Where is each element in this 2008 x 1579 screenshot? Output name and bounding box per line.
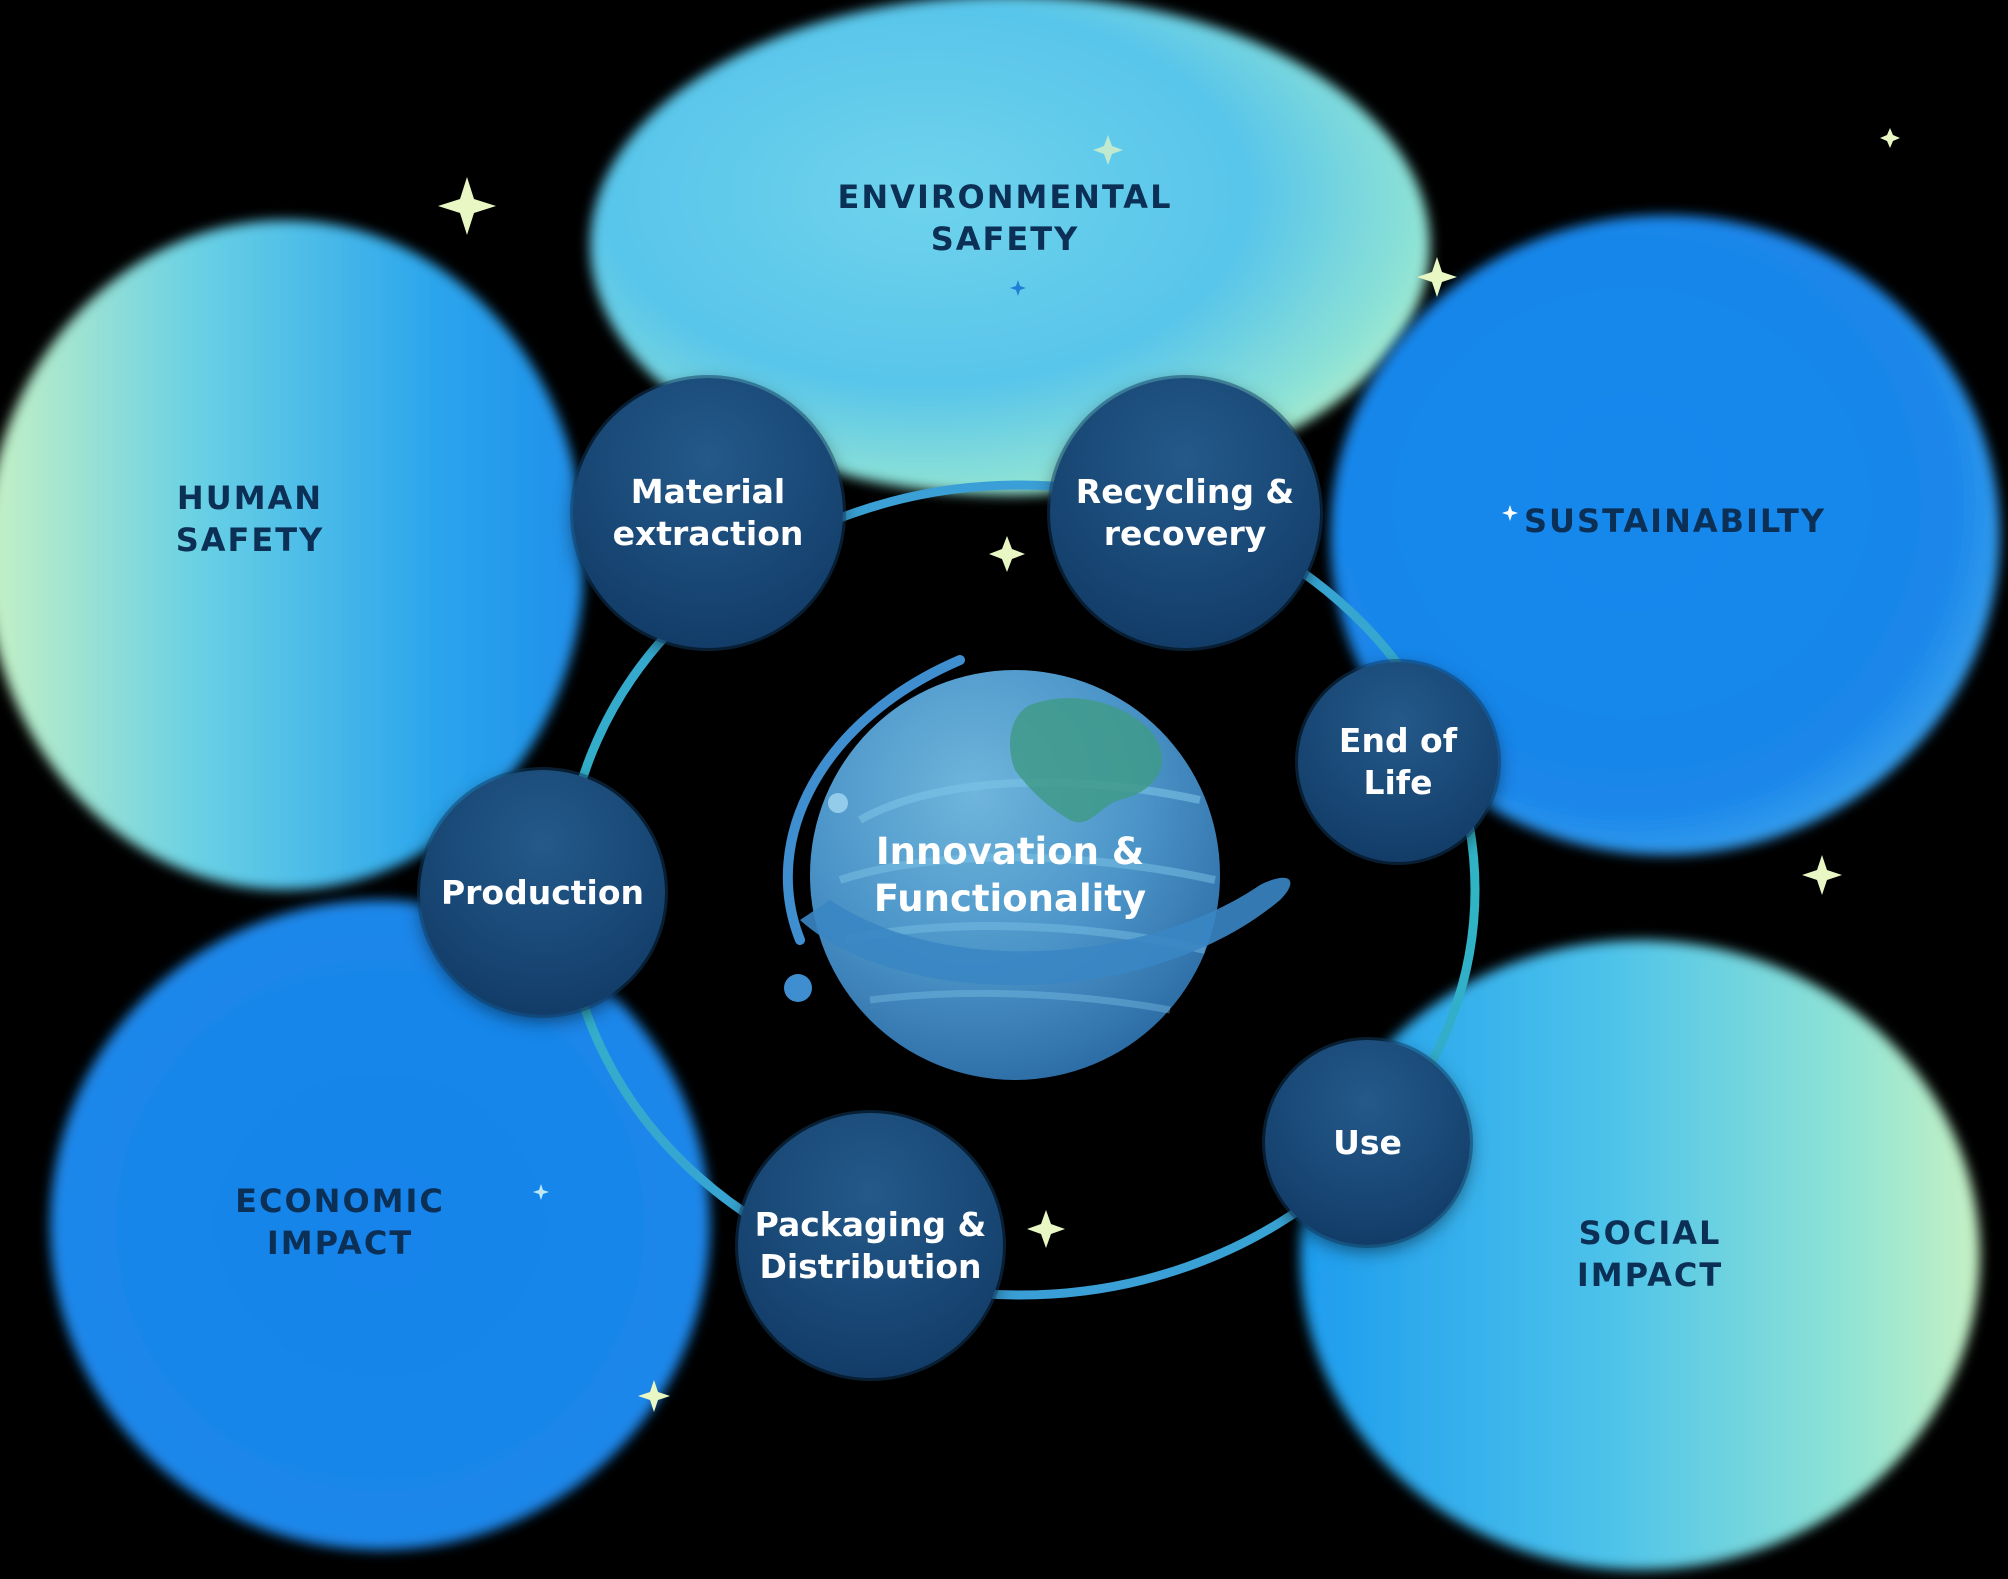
node-use[interactable]: Use (1265, 1040, 1470, 1245)
node-label: Use (1333, 1122, 1402, 1162)
blob-label-economic: ECONOMIC IMPACT (235, 1182, 445, 1262)
node-packaging-distribution[interactable]: Packaging & Distribution (738, 1113, 1003, 1378)
sparkle-icon (1880, 128, 1900, 148)
node-end-of-life[interactable]: End of Life (1298, 662, 1498, 862)
node-label: End of Life (1338, 721, 1458, 802)
blob-sustainability (1330, 215, 2000, 855)
sparkle-icons (438, 128, 1900, 1412)
sparkle-icon (989, 536, 1025, 572)
small-sparkle-icons (533, 280, 1518, 1200)
node-production[interactable]: Production (420, 770, 665, 1015)
sparkle-icon (1802, 855, 1842, 895)
sparkle-icon (1417, 257, 1457, 297)
blob-environmental (590, 0, 1430, 495)
planet-icon (782, 655, 1291, 1080)
node-label: Material extraction (612, 472, 804, 553)
node-recycling-recovery[interactable]: Recycling & recovery (1050, 378, 1320, 648)
node-label: Packaging & Distribution (754, 1204, 987, 1286)
center-label: Innovation & Functionality (873, 830, 1147, 920)
sparkle-icon (1027, 1210, 1065, 1248)
node-label: Recycling & recovery (1075, 472, 1295, 553)
sparkle-icon (638, 1380, 670, 1412)
sparkle-icon (1502, 505, 1518, 521)
blob-label-sustainability: SUSTAINABILTY (1523, 502, 1827, 540)
blob-social (1300, 940, 1980, 1570)
blob-human (0, 220, 585, 890)
blob-economic (50, 900, 710, 1550)
blob-label-environmental: ENVIRONMENTAL SAFETY (837, 178, 1173, 258)
sparkle-icon (533, 1184, 549, 1200)
blob-label-human: HUMAN SAFETY (175, 479, 325, 559)
node-label: Production (440, 872, 645, 912)
node-material-extraction[interactable]: Material extraction (573, 378, 843, 648)
blob-label-social: SOCIAL IMPACT (1576, 1214, 1724, 1294)
sparkle-icon (1010, 280, 1026, 296)
sparkle-icon (1093, 135, 1123, 165)
sparkle-icon (438, 177, 496, 235)
